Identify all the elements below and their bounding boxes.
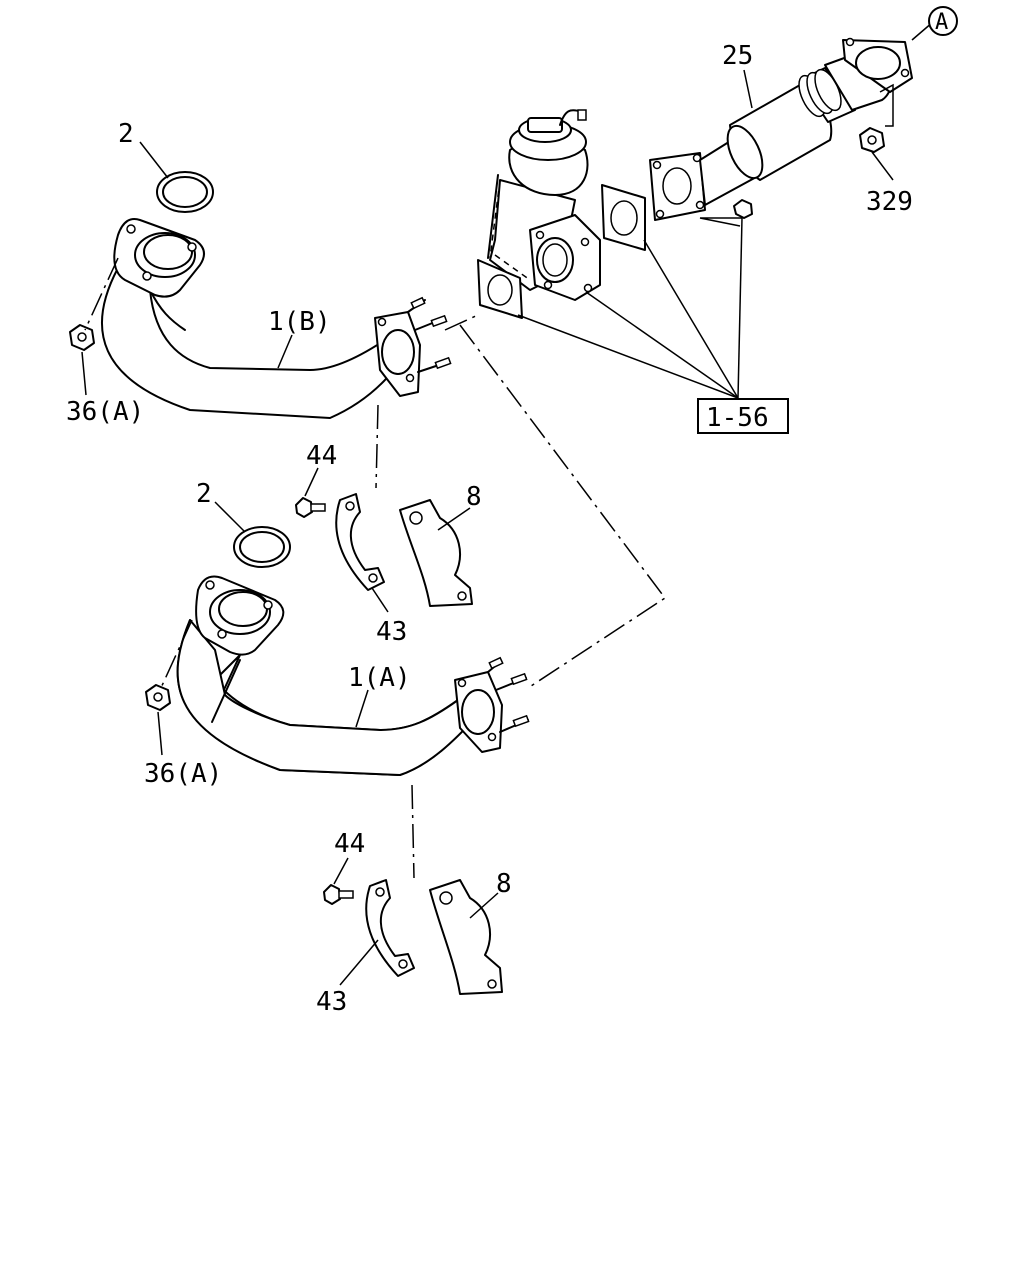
leader-ref-valve-housing: [585, 291, 739, 399]
phantom-valve-body: [489, 179, 531, 281]
label-nut-right: 329: [866, 187, 913, 217]
flexible-pipe-25: [649, 37, 913, 221]
leader-gasket-upper: [139, 141, 169, 179]
label-bracket-lower: 8: [496, 869, 512, 899]
front-pipe-1a: [176, 575, 530, 776]
ref-box-outline: [697, 398, 789, 434]
centerline-nut-upper: [84, 257, 119, 331]
leader-pipe-a: [355, 689, 369, 728]
leader-nut-right-tie: [879, 83, 894, 127]
bracket-lower: [429, 879, 503, 995]
clamp-lower: [365, 879, 415, 977]
label-bolt-upper: 44: [306, 441, 337, 471]
label-nut-lower: 36(A): [144, 759, 222, 789]
leader-bracket-lower: [469, 892, 499, 919]
leader-nut-lower: [157, 711, 163, 756]
bolt-lower: [323, 884, 354, 905]
bracket-upper: [399, 499, 473, 607]
gasket-valve-front: [477, 259, 523, 319]
leader-ref-small-nut: [737, 217, 743, 399]
clamp-upper: [335, 493, 385, 591]
gasket-valve-rear: [601, 184, 646, 251]
label-ref-circle: A: [935, 10, 948, 35]
nut-lower: [145, 684, 171, 711]
leader-gasket-lower: [214, 501, 246, 533]
centerline-lower-pipe: [459, 324, 667, 689]
leader-small-nut: [699, 217, 742, 227]
nut-upper: [69, 324, 95, 351]
label-bracket-upper: 8: [466, 482, 482, 512]
label-gasket-lower: 2: [196, 479, 212, 509]
leader-bracket-upper: [437, 507, 471, 531]
label-pipe-a: 1(A): [348, 663, 411, 693]
leader-nut-upper: [81, 351, 87, 396]
leader-clamp-lower: [339, 939, 379, 986]
label-nut-upper: 36(A): [66, 397, 144, 427]
bolt-upper: [295, 497, 326, 518]
leader-bolt-upper: [304, 467, 319, 497]
exhaust-brake-valve: [487, 109, 601, 301]
gasket-upper: [156, 171, 214, 213]
nut-right: [859, 127, 885, 153]
small-nut-flange: [733, 199, 753, 219]
label-gasket-upper: 2: [118, 119, 134, 149]
centerline-bracket-upper: [375, 404, 379, 489]
gasket-lower: [233, 526, 291, 568]
leader-bolt-lower: [333, 857, 349, 885]
leader-flex-pipe: [743, 69, 753, 109]
label-clamp-lower: 43: [316, 987, 347, 1017]
label-flex-pipe: 25: [722, 41, 753, 71]
centerline-nut-lower: [159, 619, 193, 691]
leader-ref-valve-gasket-rear: [643, 239, 739, 399]
label-clamp-upper: 43: [376, 617, 407, 647]
front-pipe-1b: [101, 218, 452, 419]
leader-clamp-upper: [371, 587, 389, 613]
centerline-bracket-lower: [411, 784, 415, 879]
ref-circle: [928, 6, 958, 36]
centerline-pipe-to-valve: [444, 314, 479, 331]
leader-pipe-b: [277, 334, 293, 369]
label-pipe-b: 1(B): [268, 307, 331, 337]
leader-nut-right: [871, 151, 894, 181]
label-ref-box: 1-56: [706, 403, 769, 433]
label-bolt-lower: 44: [334, 829, 365, 859]
leader-ref-valve-gasket-front: [517, 314, 739, 399]
